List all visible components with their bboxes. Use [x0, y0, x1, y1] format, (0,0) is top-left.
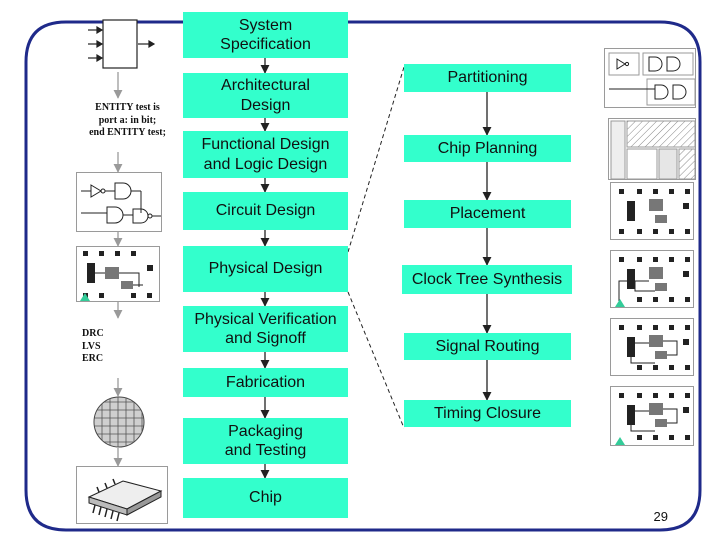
- routing-thumbnail: [610, 318, 694, 376]
- wafer-icon: [93, 396, 145, 448]
- layout-thumbnail: [76, 246, 160, 302]
- right-step-box: Clock Tree Synthesis: [402, 265, 572, 294]
- step-label: Chip: [249, 489, 282, 507]
- placement-icon: [619, 189, 690, 234]
- step-label: Clock Tree Synthesis: [411, 270, 563, 288]
- step-label: Placement: [449, 205, 526, 223]
- clock-tree-thumbnail: [610, 250, 694, 308]
- step-label: Timing Closure: [434, 404, 541, 422]
- wafer-thumbnail: [76, 396, 162, 448]
- left-step-box: Packaging and Testing: [183, 418, 348, 464]
- chip-package-icon: [87, 478, 163, 522]
- block-diagram-icon: [88, 19, 156, 69]
- logic-gates-icon: [81, 182, 161, 224]
- step-label: Signal Routing: [435, 337, 540, 355]
- left-step-box: Architectural Design: [183, 73, 348, 118]
- right-step-box: Timing Closure: [404, 400, 571, 427]
- expansion-line-top: [347, 66, 405, 253]
- right-step-box: Signal Routing: [404, 333, 571, 360]
- floorplan-thumbnail: [608, 118, 696, 180]
- right-step-box: Placement: [404, 200, 571, 228]
- left-step-box: Functional Design and Logic Design: [183, 131, 348, 178]
- chip-package-thumbnail: [76, 466, 168, 524]
- expansion-line-bottom: [347, 291, 405, 429]
- step-label: Circuit Design: [215, 202, 316, 220]
- clock-tree-icon: [615, 257, 690, 307]
- partition-gates-thumbnail: [604, 48, 696, 108]
- placement-thumbnail: [610, 182, 694, 240]
- timing-closure-icon: [615, 393, 690, 445]
- spec-block-thumbnail: [80, 14, 160, 72]
- left-step-box: Fabrication: [183, 368, 348, 397]
- step-label: Functional Design and Logic Design: [201, 136, 330, 173]
- partition-gates-icon: [608, 52, 695, 106]
- step-label: Partitioning: [447, 69, 528, 87]
- step-label: Physical Design: [208, 260, 323, 278]
- cell-layout-icon: [80, 251, 153, 301]
- left-step-box: Circuit Design: [183, 192, 348, 230]
- step-label: Chip Planning: [437, 139, 538, 157]
- floorplan-icon: [610, 120, 695, 179]
- verification-text: DRC LVS ERC: [82, 328, 104, 364]
- step-label: Fabrication: [225, 373, 306, 391]
- outer-frame: [24, 20, 702, 532]
- page-number: 29: [653, 509, 668, 524]
- step-label: Architectural Design: [221, 77, 310, 114]
- step-label: System Specification: [220, 16, 311, 53]
- hdl-code-text: ENTITY test is port a: in bit; end ENTIT…: [89, 102, 166, 138]
- left-step-box: Physical Design: [183, 246, 348, 292]
- verification-thumbnail: DRC LVS ERC: [80, 322, 150, 378]
- step-label: Packaging and Testing: [224, 422, 307, 459]
- left-step-box: Physical Verification and Signoff: [183, 306, 348, 352]
- left-step-box: System Specification: [183, 12, 348, 58]
- routing-icon: [619, 325, 690, 370]
- right-step-box: Chip Planning: [404, 135, 571, 162]
- right-step-box: Partitioning: [404, 64, 571, 92]
- timing-thumbnail: [610, 386, 694, 446]
- logic-gates-thumbnail: [76, 172, 162, 232]
- step-label: Physical Verification and Signoff: [194, 310, 337, 347]
- hdl-code-thumbnail: ENTITY test is port a: in bit; end ENTIT…: [75, 98, 180, 152]
- left-step-box: Chip: [183, 478, 348, 518]
